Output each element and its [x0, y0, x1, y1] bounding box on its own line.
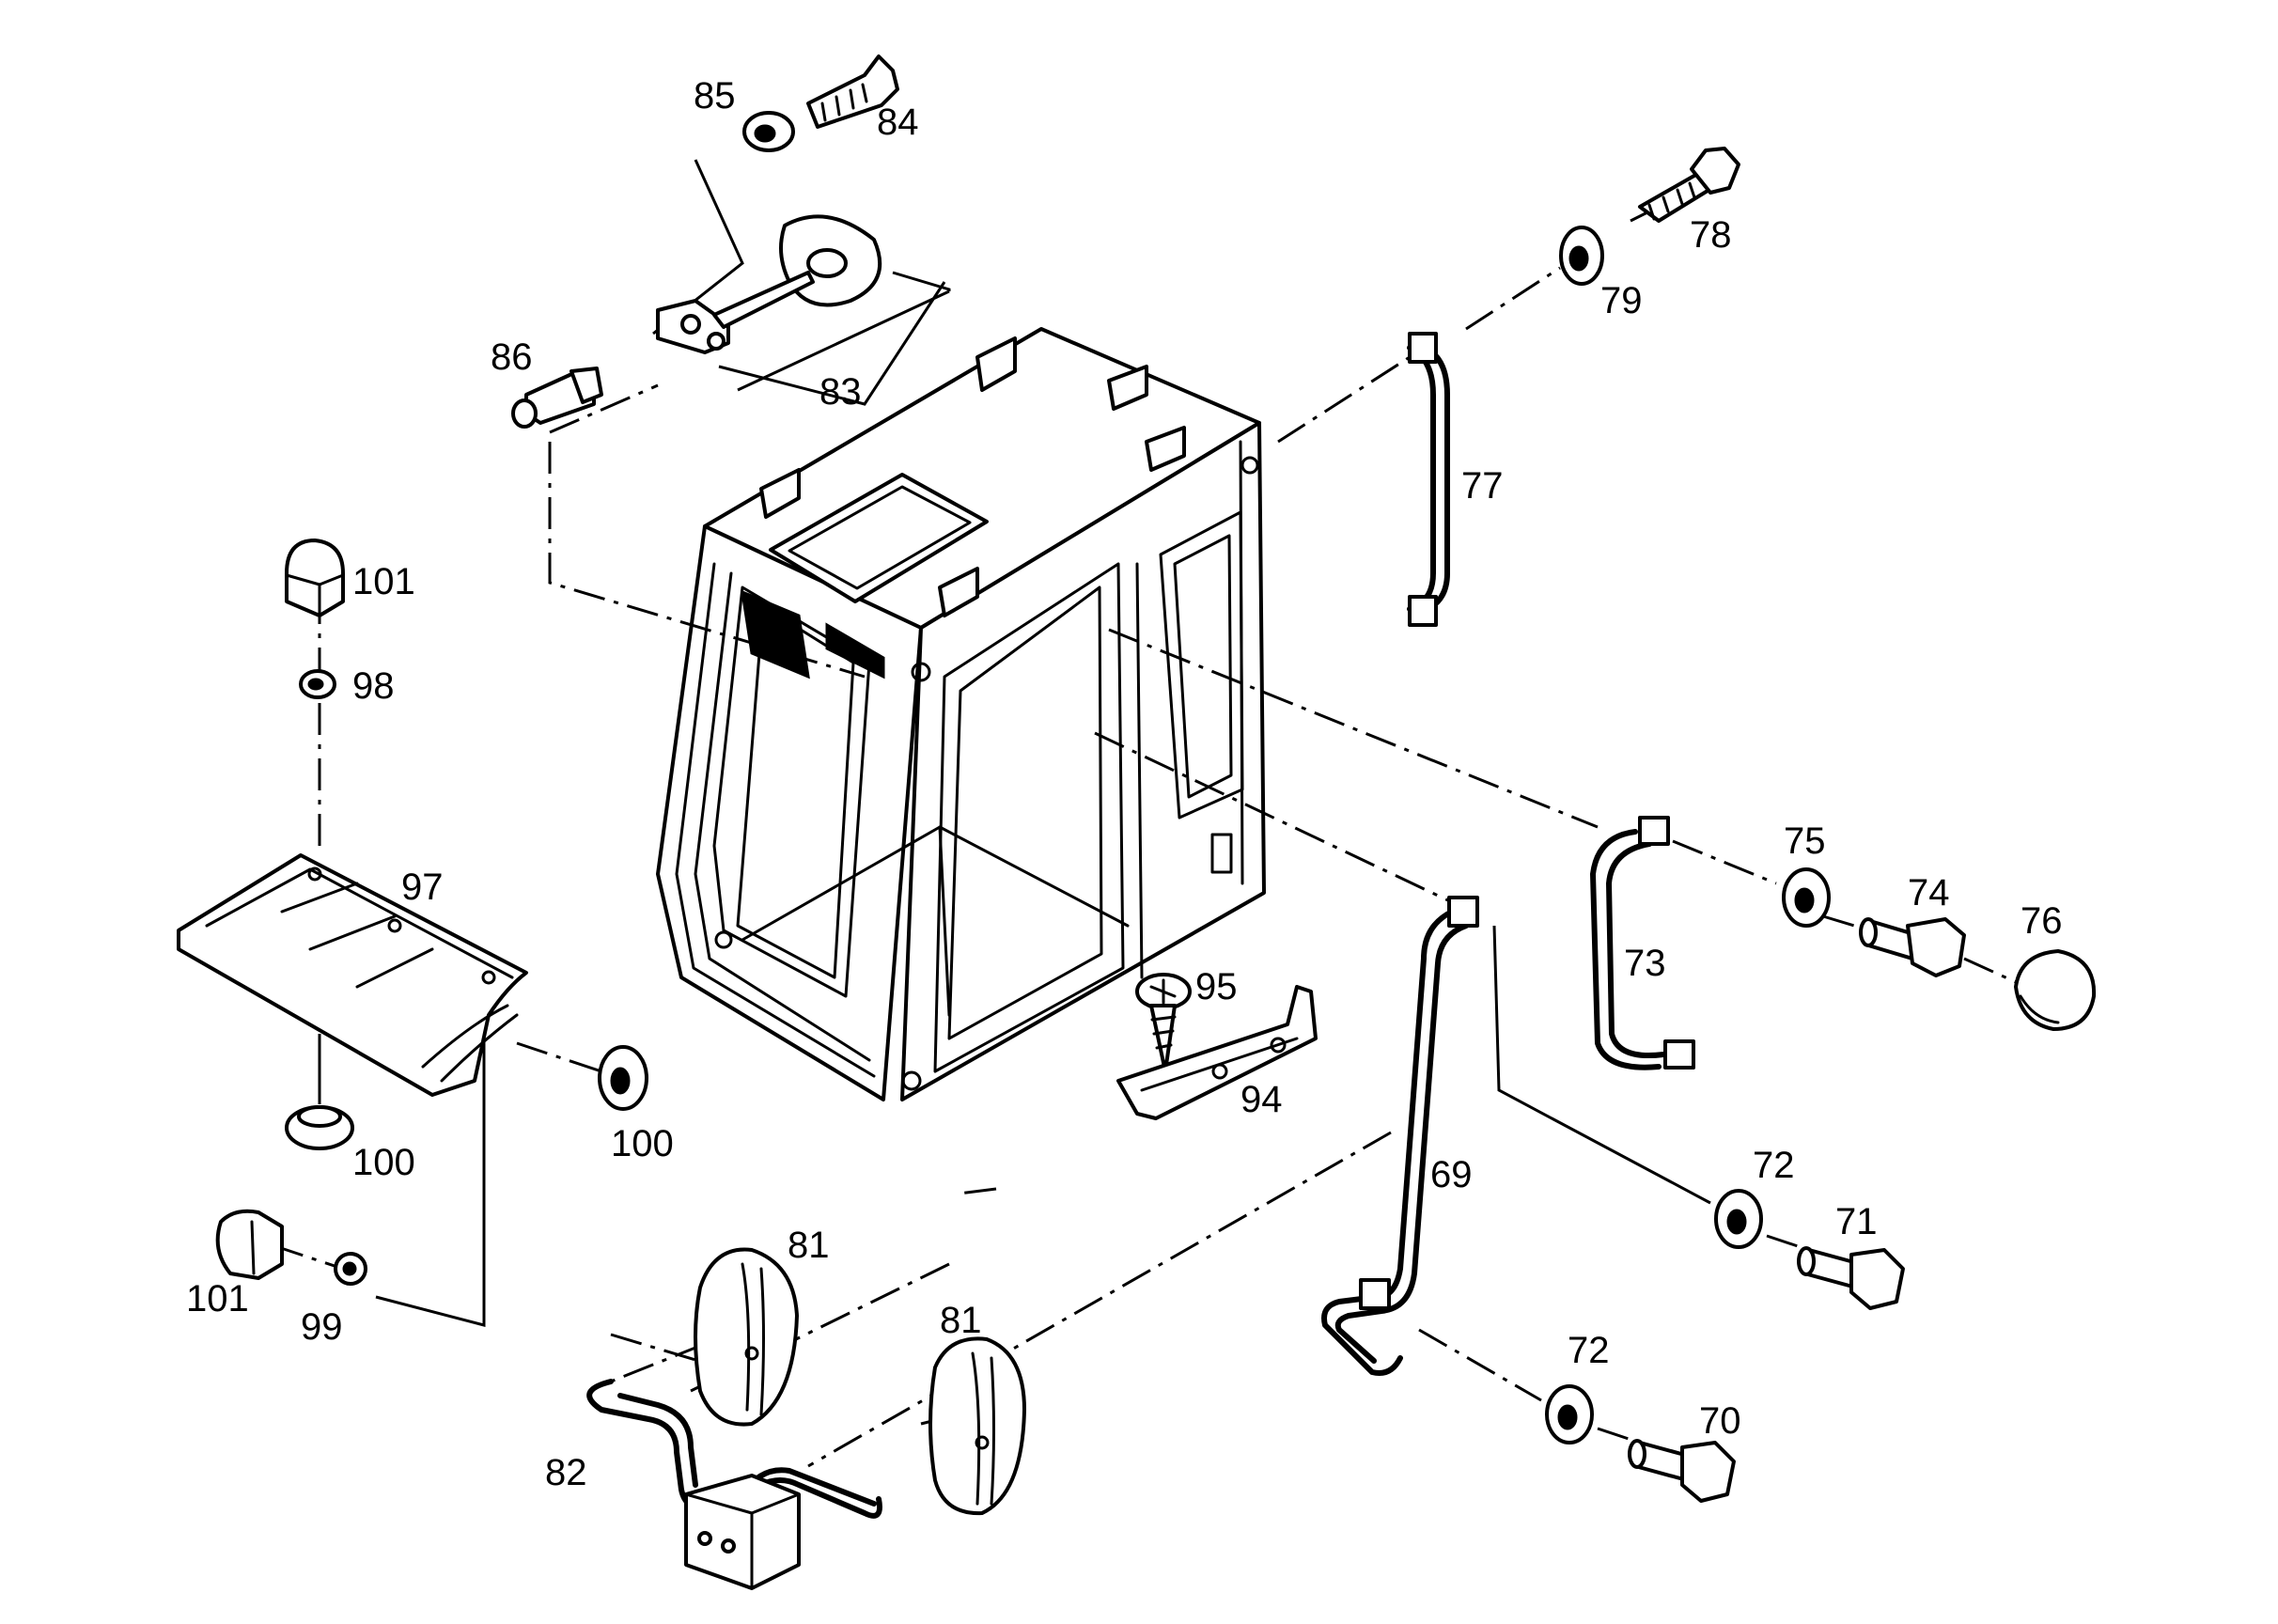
part-72-washer-lower — [1545, 1384, 1594, 1444]
callout-97: 97 — [401, 867, 444, 908]
callout-82: 82 — [545, 1452, 587, 1493]
callout-94: 94 — [1240, 1079, 1283, 1120]
callout-100-left: 100 — [352, 1142, 415, 1183]
part-81-mirror-left — [694, 1247, 799, 1427]
part-85-washer — [742, 111, 795, 152]
part-70-bolt — [1628, 1439, 1736, 1503]
callout-85: 85 — [694, 75, 736, 117]
part-94-bracket — [1116, 985, 1318, 1120]
part-95-screw — [1135, 973, 1192, 1073]
part-77-handle — [1407, 332, 1450, 627]
callout-78: 78 — [1690, 214, 1732, 256]
part-74-bolt — [1859, 917, 1966, 977]
part-100-mount-right — [598, 1045, 648, 1111]
callout-72-upper: 72 — [1753, 1145, 1795, 1186]
callout-70: 70 — [1699, 1400, 1741, 1442]
part-79-washer — [1559, 226, 1604, 286]
callout-101-upper: 101 — [352, 561, 415, 602]
callout-77: 77 — [1461, 465, 1504, 507]
part-100-mount-left — [285, 1105, 354, 1150]
part-99-washer — [334, 1252, 367, 1286]
callout-71: 71 — [1835, 1201, 1878, 1242]
callout-74: 74 — [1908, 872, 1950, 914]
part-86-spacer — [511, 367, 603, 429]
part-75-washer — [1782, 867, 1831, 928]
part-72-washer-upper — [1714, 1189, 1763, 1249]
callout-69: 69 — [1430, 1154, 1473, 1195]
part-98-washer — [299, 669, 336, 699]
part-73-handle — [1590, 816, 1695, 1070]
callout-72-lower: 72 — [1568, 1330, 1610, 1371]
part-97-visor — [177, 853, 528, 1097]
part-82-mirror-arm — [586, 1379, 882, 1590]
callout-100-right: 100 — [611, 1123, 674, 1164]
callout-76: 76 — [2021, 900, 2063, 942]
part-101-acorn-nut-lower — [215, 1209, 284, 1280]
callout-99: 99 — [301, 1306, 343, 1348]
callout-84: 84 — [877, 102, 919, 143]
callouts: 85 84 83 86 78 79 77 101 98 97 75 74 76 … — [186, 75, 2063, 1493]
part-84-screw — [806, 55, 899, 129]
callout-95: 95 — [1195, 966, 1238, 1007]
callout-86: 86 — [491, 336, 533, 378]
part-71-bolt — [1797, 1246, 1905, 1310]
callout-75: 75 — [1784, 820, 1826, 862]
callout-81-left: 81 — [788, 1225, 830, 1266]
part-101-acorn-nut-upper — [285, 539, 345, 617]
callout-98: 98 — [352, 665, 395, 707]
cab-frame — [656, 327, 1266, 1101]
callout-101-lower: 101 — [186, 1278, 249, 1320]
callout-73: 73 — [1624, 943, 1666, 984]
part-81-mirror-right — [928, 1336, 1026, 1516]
part-69-handle — [1321, 896, 1479, 1376]
callout-83: 83 — [819, 371, 862, 413]
callout-79: 79 — [1600, 280, 1643, 321]
part-78-bolt — [1638, 147, 1740, 223]
part-76-cap — [2014, 949, 2097, 1031]
callout-81-right: 81 — [940, 1300, 982, 1341]
part-83-mirror-bracket — [656, 214, 951, 392]
